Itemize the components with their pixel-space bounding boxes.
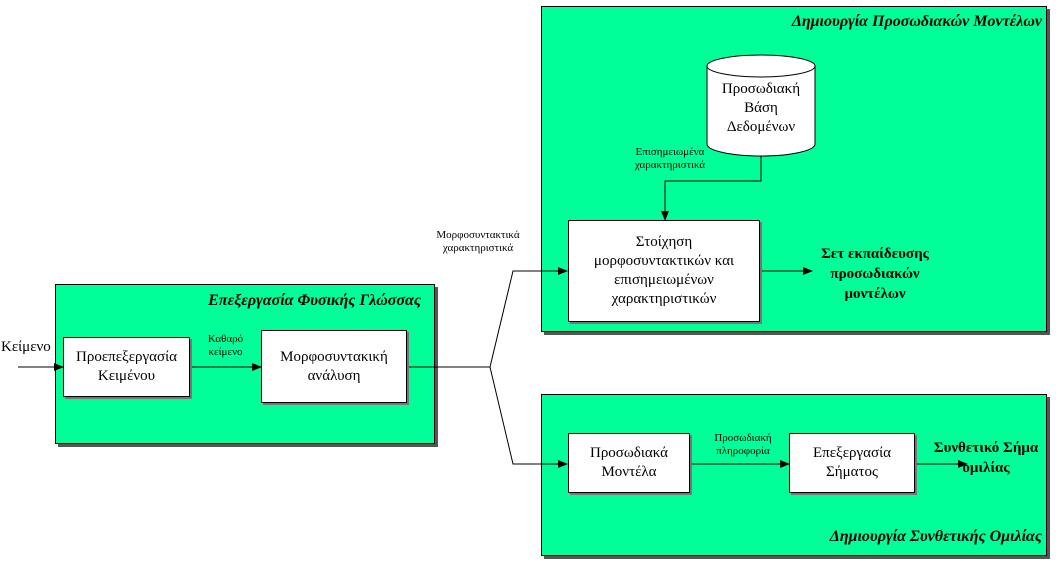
nlp-panel-title: Επεξεργασία Φυσικής Γλώσσας <box>208 292 421 309</box>
annotated-features-label: Επισημειωμένα χαρακτηριστικά <box>634 146 706 171</box>
alignment-box: Στοίχηση μορφοσυντακτικών και επισημειωμ… <box>568 220 760 322</box>
arrow-db-to-alignment <box>661 154 762 221</box>
synthetic-speech-output: Συνθετικό Σήμα ομιλίας <box>933 440 1039 476</box>
clean-text-label: Καθαρό κείμενο <box>207 333 244 358</box>
prosodic-models-panel-title: Δημιουργία Προσωδιακών Μοντέλων <box>791 13 1042 30</box>
synthesis-panel-title: Δημιουργία Συνθετικής Ομιλίας <box>829 528 1042 545</box>
prosodic-models-box: Προσωδιακά Μοντέλα <box>568 433 690 493</box>
morph-features-label: Μορφοσυντακτικά χαρακτηριστικά <box>436 229 520 254</box>
arrow-to-alignment <box>489 267 568 368</box>
prosodic-info-label: Προσωδιακή πληροφορία <box>714 432 772 457</box>
input-label: Κείμενο <box>1 339 51 355</box>
training-set-output: Σετ εκπαίδευσης προσωδιακών μοντέλων <box>821 246 929 302</box>
database-label: Προσωδιακή Βάση Δεδομένων <box>721 81 801 135</box>
morph-analysis-box: Μορφοσυντακική ανάλυση <box>261 330 407 403</box>
database-cylinder <box>706 54 816 157</box>
preprocess-box: Προεπεξεργασία Κειμένου <box>63 337 190 397</box>
arrow-to-models <box>489 366 568 468</box>
signal-processing-box: Επεξεργασία Σήματος <box>789 433 915 493</box>
